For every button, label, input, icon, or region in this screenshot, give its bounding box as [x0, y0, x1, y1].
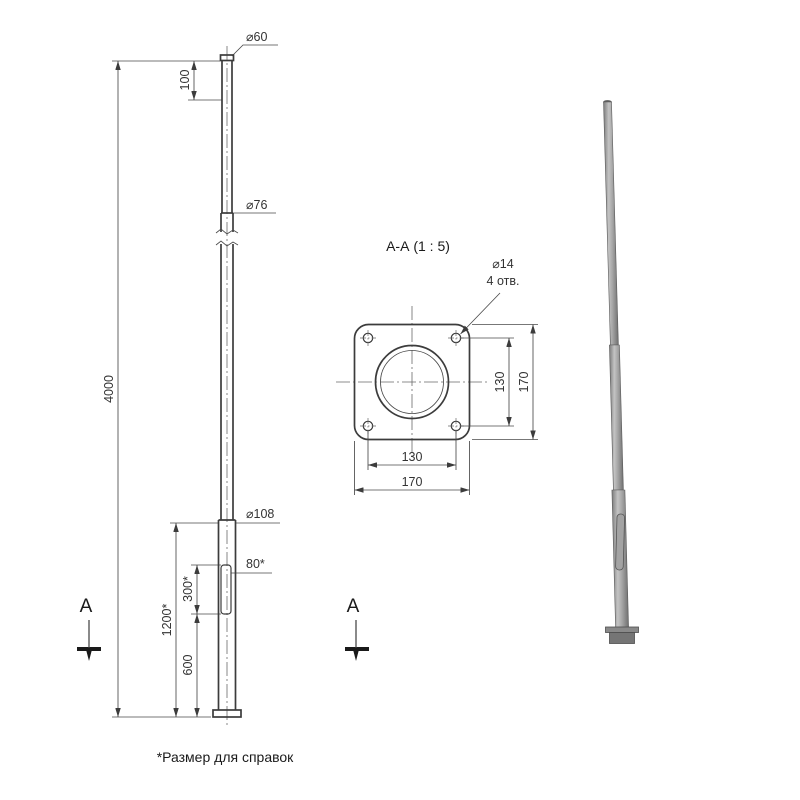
- section-dimension-lines: [354, 324, 536, 493]
- dim-plate-height: 170: [517, 372, 531, 393]
- pole-top-cap: [219, 54, 235, 62]
- dim-door-height: 300*: [181, 576, 195, 602]
- section-arrow-left: [85, 648, 93, 661]
- pole-3d-base-plate-top: [605, 626, 639, 633]
- pole-3d-access-door: [615, 513, 625, 571]
- section-marker-left: А: [77, 596, 101, 661]
- front-view: ⌀60 100 ⌀76 4000 ⌀108 1200* 300* 80* 600…: [77, 30, 280, 728]
- dim-base-length: 1200*: [160, 604, 174, 637]
- base-flange-front: [212, 709, 242, 718]
- pole-3d-top-section: [603, 101, 619, 346]
- front-view-dimension-lines: [115, 61, 200, 717]
- pipe-inner-circle: [380, 350, 444, 414]
- dim-door-bottom-offset: 600: [181, 655, 195, 676]
- dim-top-diameter: ⌀60: [246, 30, 267, 44]
- dim-base-diameter: ⌀108: [246, 507, 274, 521]
- section-view: А-А (1 : 5) ⌀14 4 отв.: [336, 238, 538, 661]
- section-extension-lines: [354, 324, 538, 495]
- access-door-front: [220, 564, 232, 615]
- dim-top-length: 100: [178, 70, 192, 91]
- section-arrow-middle: [352, 648, 360, 661]
- dim-mid-diameter: ⌀76: [246, 198, 267, 212]
- pipe-outer-circle: [374, 344, 450, 420]
- hole-leader-line: [460, 292, 501, 335]
- dim-bolt-spacing-vertical: 130: [493, 372, 507, 393]
- pole-3d-render: [603, 100, 639, 644]
- dim-door-width: 80*: [246, 557, 265, 571]
- pole-outline: [212, 54, 242, 718]
- break-line-lower: [215, 240, 239, 247]
- section-title: А-А (1 : 5): [386, 238, 450, 254]
- front-view-extension-lines: [112, 44, 280, 718]
- dim-bolt-spacing-horizontal: 130: [402, 450, 423, 464]
- hole-count-label: 4 отв.: [487, 274, 520, 288]
- break-line-upper: [215, 228, 239, 235]
- flange-plate: [353, 323, 471, 441]
- reference-note: *Размер для справок: [157, 749, 294, 765]
- section-letter-left: А: [80, 596, 93, 617]
- dim-plate-width: 170: [402, 475, 423, 489]
- pole-3d-mid-section: [609, 344, 624, 491]
- hole-diameter-label: ⌀14: [492, 257, 513, 271]
- pole-3d-base-plate-body: [609, 632, 635, 644]
- section-marker-middle: А: [345, 596, 369, 661]
- dim-total-length: 4000: [102, 375, 116, 403]
- section-letter-middle: А: [347, 596, 360, 617]
